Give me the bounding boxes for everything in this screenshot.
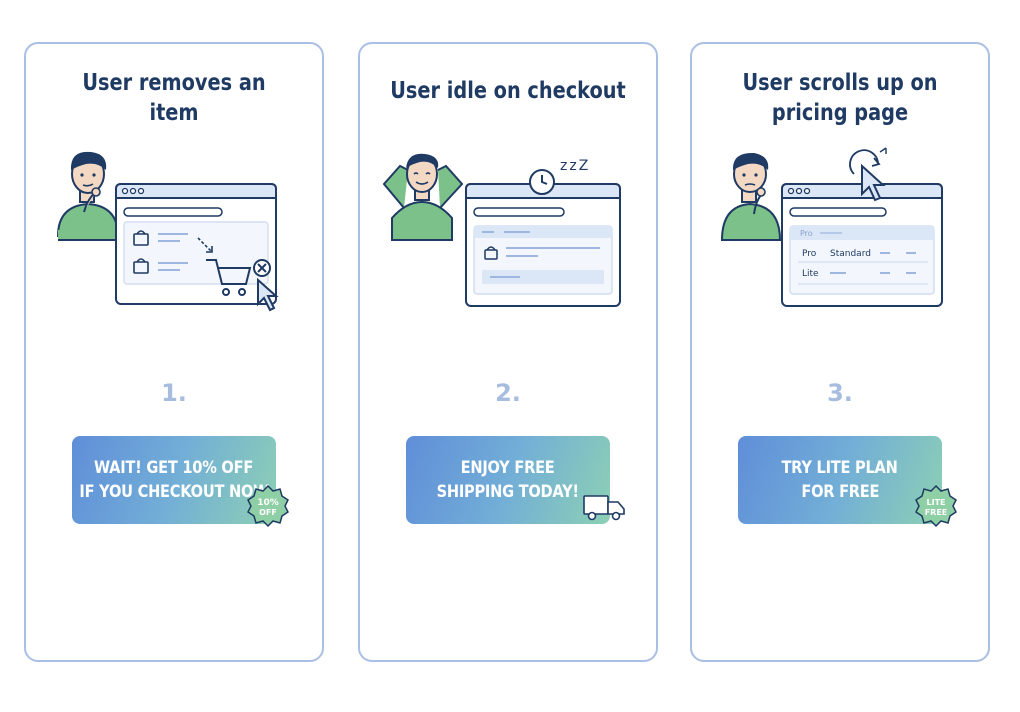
card-title: User scrolls up on pricing page (742, 70, 938, 126)
offer-free-shipping-button[interactable]: ENJOY FREE SHIPPING TODAY! (406, 436, 610, 524)
offer-discount-button[interactable]: WAIT! GET 10% OFF IF YOU CHECKOUT NOW (72, 436, 276, 524)
pricing-window-icon: Pro Pro Standard Lite (781, 183, 943, 307)
delivery-truck-icon (582, 492, 626, 522)
pricing-row-standard: Standard (830, 249, 871, 259)
clock-icon (529, 169, 555, 195)
offer-lite-plan-button[interactable]: TRY LITE PLAN FOR FREE (738, 436, 942, 524)
illustration-remove-item (56, 151, 279, 312)
browser-window-icon (115, 183, 277, 305)
person-relaxing-icon (382, 153, 464, 241)
cart-item-list (133, 230, 213, 274)
idle-zzz-text: zzZ (560, 158, 590, 174)
step-number: 1. (161, 379, 187, 407)
badge-line-1: LITE (927, 498, 946, 507)
checkout-window-icon (465, 183, 621, 307)
card-scroll-pricing: User scrolls up on pricing page Pro (690, 42, 990, 662)
person-thinking-icon (720, 152, 782, 241)
card-idle-checkout: User idle on checkout (358, 42, 658, 662)
discount-badge-icon: 10% OFF (246, 484, 290, 528)
badge-line-2: FREE (925, 508, 948, 517)
card-title: User removes an item (82, 70, 266, 126)
shopping-cart-icon (206, 259, 252, 296)
illustration-idle-checkout: zzZ (382, 153, 621, 307)
badge-line-1: 10% (257, 498, 279, 508)
step-number: 2. (495, 379, 521, 407)
pricing-header-label: Pro (800, 229, 813, 238)
cursor-icon (861, 163, 886, 202)
step-number: 3. (827, 379, 853, 407)
card-title: User idle on checkout (390, 78, 626, 104)
scroll-up-icon (849, 147, 887, 175)
badge-line-2: OFF (259, 508, 277, 517)
card-remove-item: User removes an item (24, 42, 324, 662)
person-thinking-icon (56, 151, 120, 241)
illustration-scroll-pricing: Pro Pro Standard Lite (720, 147, 943, 307)
cursor-icon (257, 277, 279, 312)
pricing-row-pro: Pro (802, 249, 817, 259)
lite-free-badge-icon: LITE FREE (914, 484, 958, 528)
pricing-row-lite: Lite (802, 269, 819, 279)
remove-x-icon (253, 259, 271, 277)
